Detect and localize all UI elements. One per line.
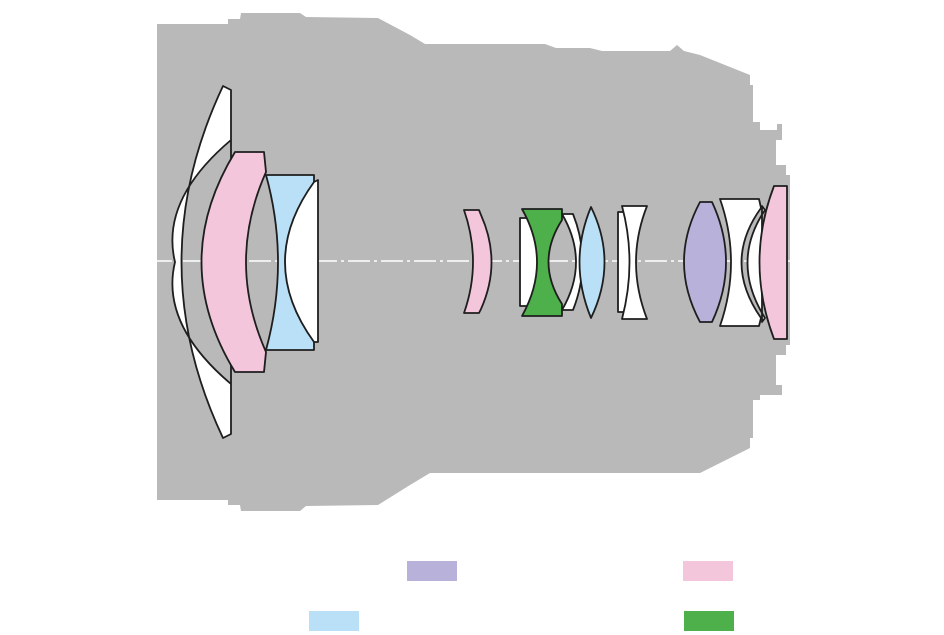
lens-element-pink-3	[758, 185, 788, 340]
lens-element-pink-2	[463, 209, 493, 314]
lens-element-white-6	[719, 198, 762, 327]
lens-element-white-1	[284, 179, 319, 343]
lens-element-purple	[683, 201, 727, 323]
lens-element-white-3	[561, 213, 584, 311]
legend-swatch-pink	[683, 561, 733, 581]
legend-swatch-green	[684, 611, 734, 631]
legend-swatch-purple	[407, 561, 457, 581]
lens-element-pink-1	[200, 151, 267, 373]
legend-swatch-blue	[309, 611, 359, 631]
lens-element-white-5	[621, 205, 648, 320]
lens-element-blue-2	[578, 206, 606, 319]
front-meniscus-element	[171, 85, 232, 439]
